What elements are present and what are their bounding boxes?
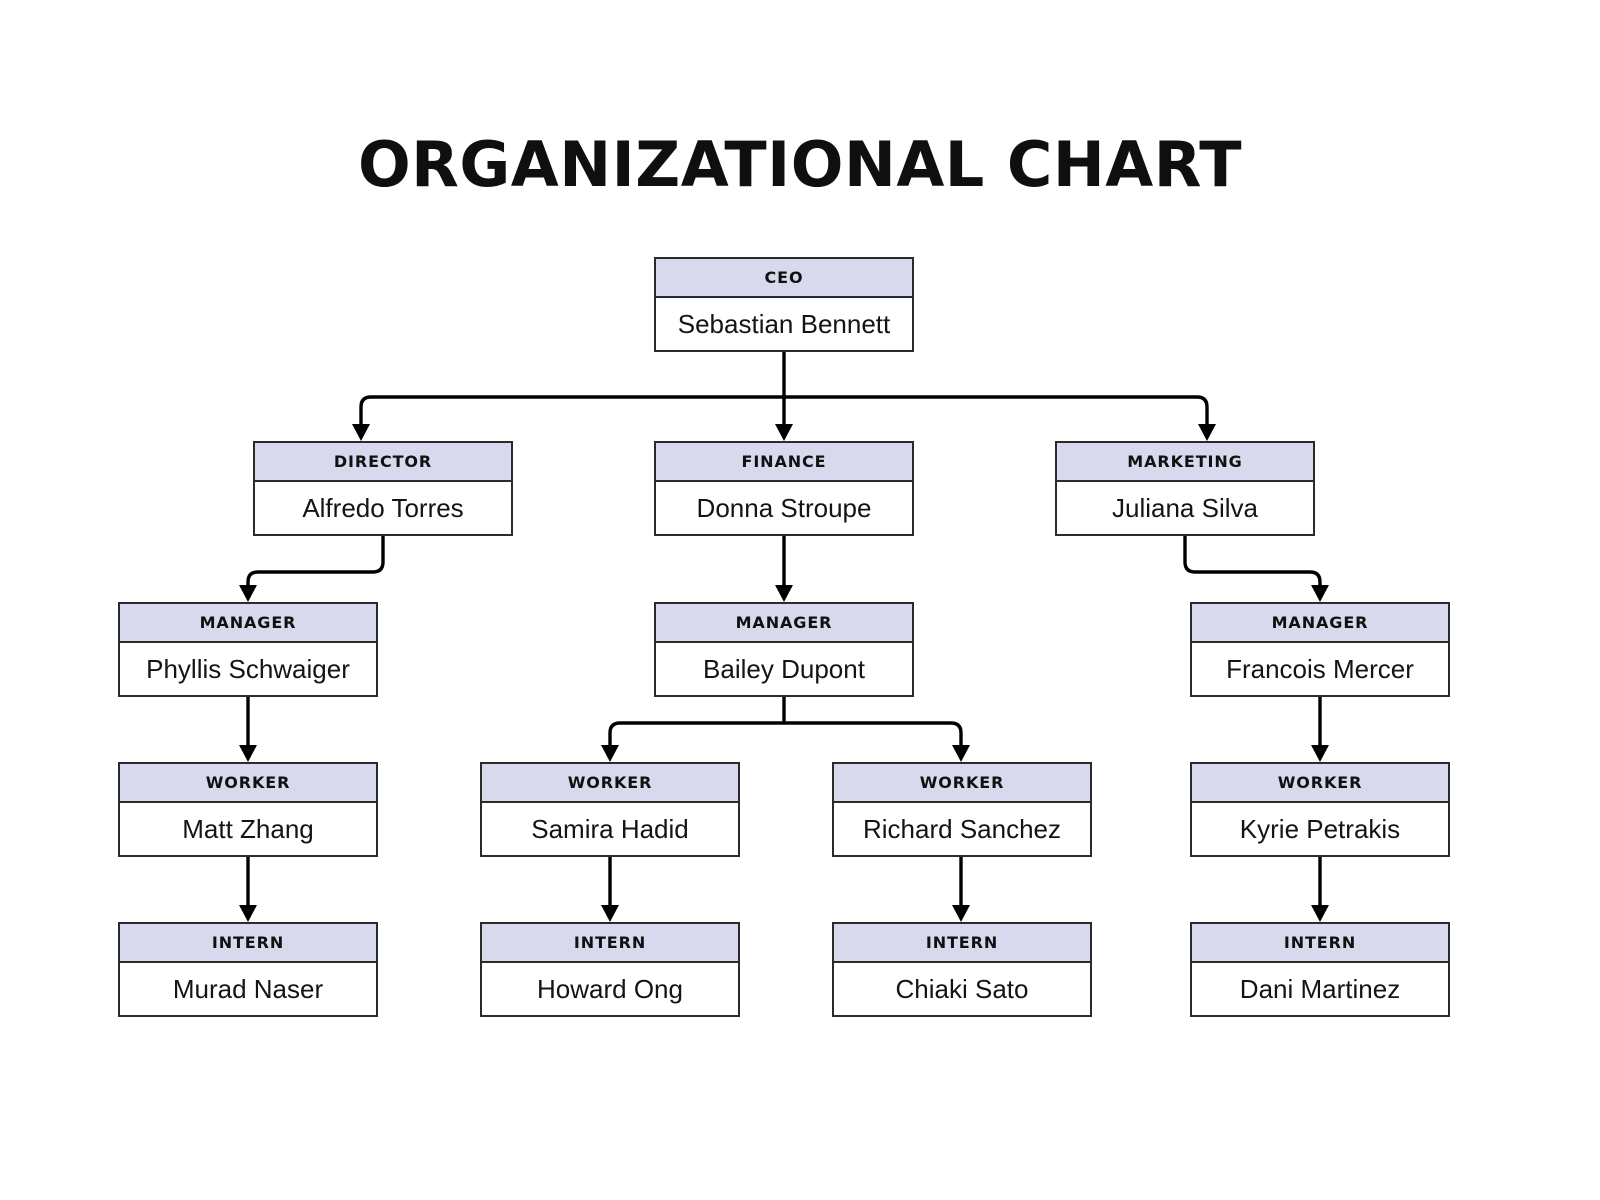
node-intern-3-role: INTERN <box>834 924 1090 963</box>
arrowhead-intern3 <box>952 905 970 922</box>
arrowhead-intern2 <box>601 905 619 922</box>
node-manager-2-name: Bailey Dupont <box>656 643 912 695</box>
arrowhead-manager2 <box>775 585 793 602</box>
node-intern-3-name: Chiaki Sato <box>834 963 1090 1015</box>
edge-worker2-to-intern2 <box>601 853 619 922</box>
arrowhead-intern1 <box>239 905 257 922</box>
node-manager-1-name: Phyllis Schwaiger <box>120 643 376 695</box>
node-intern-1-role: INTERN <box>120 924 376 963</box>
node-director[interactable]: DIRECTOR Alfredo Torres <box>253 441 513 536</box>
node-marketing[interactable]: MARKETING Juliana Silva <box>1055 441 1315 536</box>
node-worker-4-name: Kyrie Petrakis <box>1192 803 1448 855</box>
node-worker-3-role: WORKER <box>834 764 1090 803</box>
edge-ceo-to-departments <box>352 351 1216 441</box>
edge-worker4-to-intern4 <box>1311 853 1329 922</box>
node-manager-1[interactable]: MANAGER Phyllis Schwaiger <box>118 602 378 697</box>
edge-worker1-to-intern1 <box>239 853 257 922</box>
node-ceo[interactable]: CEO Sebastian Bennett <box>654 257 914 352</box>
node-manager-3-name: Francois Mercer <box>1192 643 1448 695</box>
edge-worker3-to-intern3 <box>952 853 970 922</box>
node-marketing-role: MARKETING <box>1057 443 1313 482</box>
node-manager-2[interactable]: MANAGER Bailey Dupont <box>654 602 914 697</box>
node-manager-3[interactable]: MANAGER Francois Mercer <box>1190 602 1450 697</box>
arrowhead-worker3 <box>952 745 970 762</box>
arrowhead-intern4 <box>1311 905 1329 922</box>
arrowhead-worker1 <box>239 745 257 762</box>
node-finance-role: FINANCE <box>656 443 912 482</box>
arrowhead-manager1 <box>239 585 257 602</box>
node-manager-3-role: MANAGER <box>1192 604 1448 643</box>
arrowhead-worker4 <box>1311 745 1329 762</box>
arrowhead-finance <box>775 424 793 441</box>
node-finance[interactable]: FINANCE Donna Stroupe <box>654 441 914 536</box>
node-intern-2-role: INTERN <box>482 924 738 963</box>
page-title: ORGANIZATIONAL CHART <box>357 128 1243 201</box>
node-intern-3[interactable]: INTERN Chiaki Sato <box>832 922 1092 1017</box>
node-worker-1-name: Matt Zhang <box>120 803 376 855</box>
node-ceo-role: CEO <box>656 259 912 298</box>
edge-manager2-to-workers <box>601 693 970 762</box>
node-worker-4[interactable]: WORKER Kyrie Petrakis <box>1190 762 1450 857</box>
node-intern-1[interactable]: INTERN Murad Naser <box>118 922 378 1017</box>
arrowhead-worker2 <box>601 745 619 762</box>
edge-director-to-manager1 <box>239 533 385 602</box>
edge-manager1-to-worker1 <box>239 693 257 762</box>
node-intern-4[interactable]: INTERN Dani Martinez <box>1190 922 1450 1017</box>
node-worker-3-name: Richard Sanchez <box>834 803 1090 855</box>
node-intern-1-name: Murad Naser <box>120 963 376 1015</box>
node-intern-4-name: Dani Martinez <box>1192 963 1448 1015</box>
node-worker-2-name: Samira Hadid <box>482 803 738 855</box>
node-worker-2[interactable]: WORKER Samira Hadid <box>480 762 740 857</box>
arrowhead-director <box>352 424 370 441</box>
node-manager-2-role: MANAGER <box>656 604 912 643</box>
edge-marketing-to-manager3 <box>1183 533 1329 602</box>
node-intern-2-name: Howard Ong <box>482 963 738 1015</box>
node-worker-4-role: WORKER <box>1192 764 1448 803</box>
arrowhead-manager3 <box>1311 585 1329 602</box>
node-intern-2[interactable]: INTERN Howard Ong <box>480 922 740 1017</box>
node-worker-1-role: WORKER <box>120 764 376 803</box>
node-finance-name: Donna Stroupe <box>656 482 912 534</box>
node-intern-4-role: INTERN <box>1192 924 1448 963</box>
node-manager-1-role: MANAGER <box>120 604 376 643</box>
arrowhead-marketing <box>1198 424 1216 441</box>
node-ceo-name: Sebastian Bennett <box>656 298 912 350</box>
node-director-role: DIRECTOR <box>255 443 511 482</box>
edge-finance-to-manager2 <box>775 533 793 602</box>
edge-manager3-to-worker4 <box>1311 693 1329 762</box>
node-director-name: Alfredo Torres <box>255 482 511 534</box>
node-worker-1[interactable]: WORKER Matt Zhang <box>118 762 378 857</box>
node-worker-3[interactable]: WORKER Richard Sanchez <box>832 762 1092 857</box>
node-marketing-name: Juliana Silva <box>1057 482 1313 534</box>
node-worker-2-role: WORKER <box>482 764 738 803</box>
